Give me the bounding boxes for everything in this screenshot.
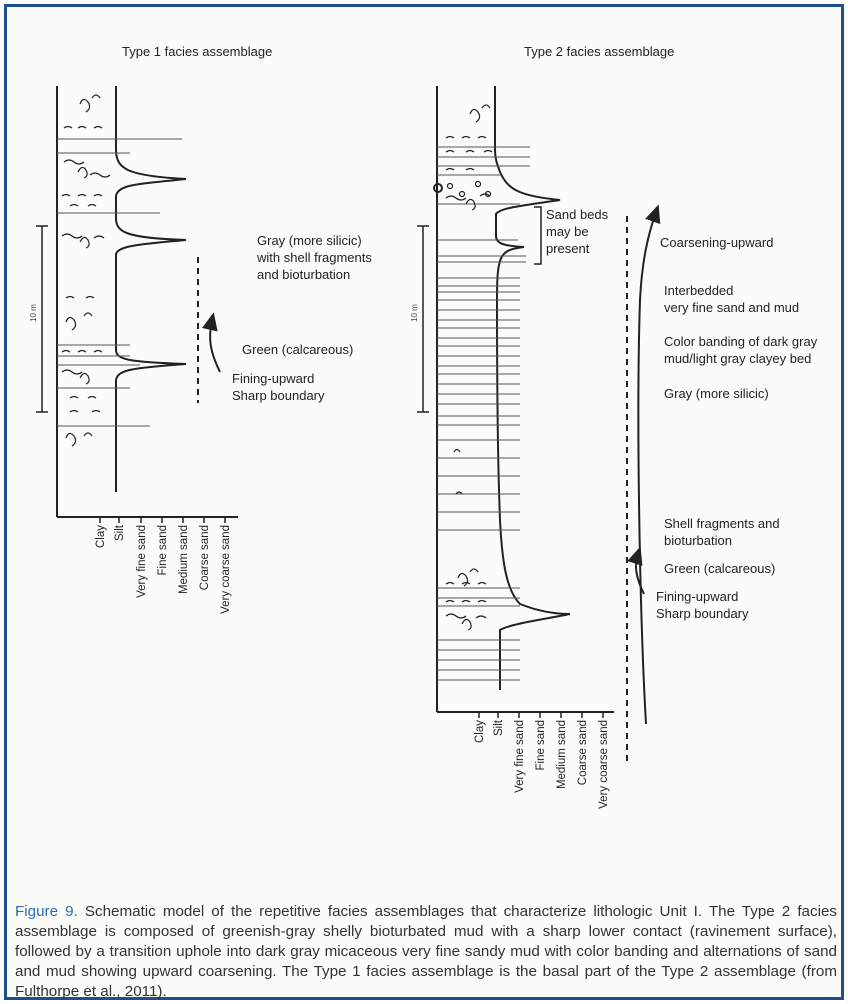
type1-green-label: Green (calcareous)	[242, 342, 353, 357]
type2-sharp-label: Sharp boundary	[656, 606, 749, 621]
type1-grain-coarse-sand: Coarse sand	[199, 525, 211, 590]
figure-caption: Figure 9. Schematic model of the repetit…	[15, 902, 837, 1002]
type2-grain-clay: Clay	[474, 720, 486, 743]
facies-diagram: Type 1 facies assemblage Type 2 facies a…	[29, 44, 818, 809]
type1-grain-labels: Clay Silt Very fine sand Fine sand Mediu…	[95, 524, 232, 614]
type2-grain-medium-sand: Medium sand	[556, 720, 568, 789]
type1-gray-line1: Gray (more silicic)	[257, 233, 362, 248]
type1-scale-bar: 10 m	[29, 225, 48, 413]
type2-fining-arrow	[627, 546, 645, 595]
type1-title: Type 1 facies assemblage	[122, 44, 272, 59]
type2-grain-silt: Silt	[493, 719, 505, 736]
type2-green-label: Green (calcareous)	[664, 561, 775, 576]
type2-sand-line3: present	[546, 241, 590, 256]
type1-gray-line3: and bioturbation	[257, 267, 350, 282]
type1-column: 10 m Gray (more silicic) with shell frag…	[29, 86, 372, 614]
type2-title: Type 2 facies assemblage	[524, 44, 674, 59]
type2-bedding-lines	[437, 146, 530, 681]
type2-grain-curve	[494, 86, 571, 690]
type1-grain-fine-sand: Fine sand	[157, 525, 169, 576]
type2-banding-line1: Color banding of dark gray	[664, 334, 818, 349]
type2-sand-line2: may be	[546, 224, 589, 239]
type2-grain-labels: Clay Silt Very fine sand Fine sand Mediu…	[474, 719, 610, 809]
type2-sand-line1: Sand beds	[546, 207, 609, 222]
type2-bioturbation-symbols	[433, 104, 493, 631]
type2-banding-line2: mud/light gray clayey bed	[664, 351, 811, 366]
type1-gray-line2: with shell fragments	[256, 250, 372, 265]
type2-interbedded-line2: very fine sand and mud	[664, 300, 799, 315]
type2-sand-bracket	[534, 206, 542, 265]
type2-grain-very-coarse-sand: Very coarse sand	[598, 720, 610, 809]
type1-fining-label: Fining-upward	[232, 371, 314, 386]
type2-axis-ticks	[478, 712, 604, 718]
type1-grain-very-coarse-sand: Very coarse sand	[220, 525, 232, 614]
type1-grain-curve	[115, 86, 187, 492]
type2-grain-fine-sand: Fine sand	[535, 720, 547, 771]
type1-grain-silt: Silt	[114, 524, 126, 541]
type2-coarsening-arrow	[637, 204, 661, 725]
type1-axis-ticks	[99, 517, 226, 523]
type1-grain-clay: Clay	[95, 525, 107, 548]
caption-lead: Figure 9.	[15, 903, 78, 920]
type1-grain-medium-sand: Medium sand	[178, 525, 190, 594]
type2-fining-label: Fining-upward	[656, 589, 738, 604]
type2-gray-label: Gray (more silicic)	[664, 386, 769, 401]
type1-bioturbation-symbols	[61, 94, 111, 447]
type2-scale-label: 10 m	[410, 304, 419, 322]
type1-bedding-lines	[57, 138, 182, 427]
type2-scale-bar: 10 m	[410, 225, 429, 413]
figure-frame	[4, 4, 844, 1000]
type1-scale-label: 10 m	[29, 304, 38, 322]
type1-sharp-label: Sharp boundary	[232, 388, 325, 403]
type1-grain-very-fine-sand: Very fine sand	[136, 525, 148, 598]
type2-grain-coarse-sand: Coarse sand	[577, 720, 589, 785]
caption-text: Schematic model of the repetitive facies…	[15, 903, 837, 1000]
type2-shell-line2: bioturbation	[664, 533, 732, 548]
type2-grain-very-fine-sand: Very fine sand	[514, 720, 526, 793]
type2-shell-line1: Shell fragments and	[664, 516, 780, 531]
type1-fining-arrow	[202, 312, 221, 373]
type2-interbedded-line1: Interbedded	[664, 283, 733, 298]
type2-column: 10 m Sand beds may be present Coarsening…	[410, 86, 818, 809]
type2-coarsening-label: Coarsening-upward	[660, 235, 773, 250]
